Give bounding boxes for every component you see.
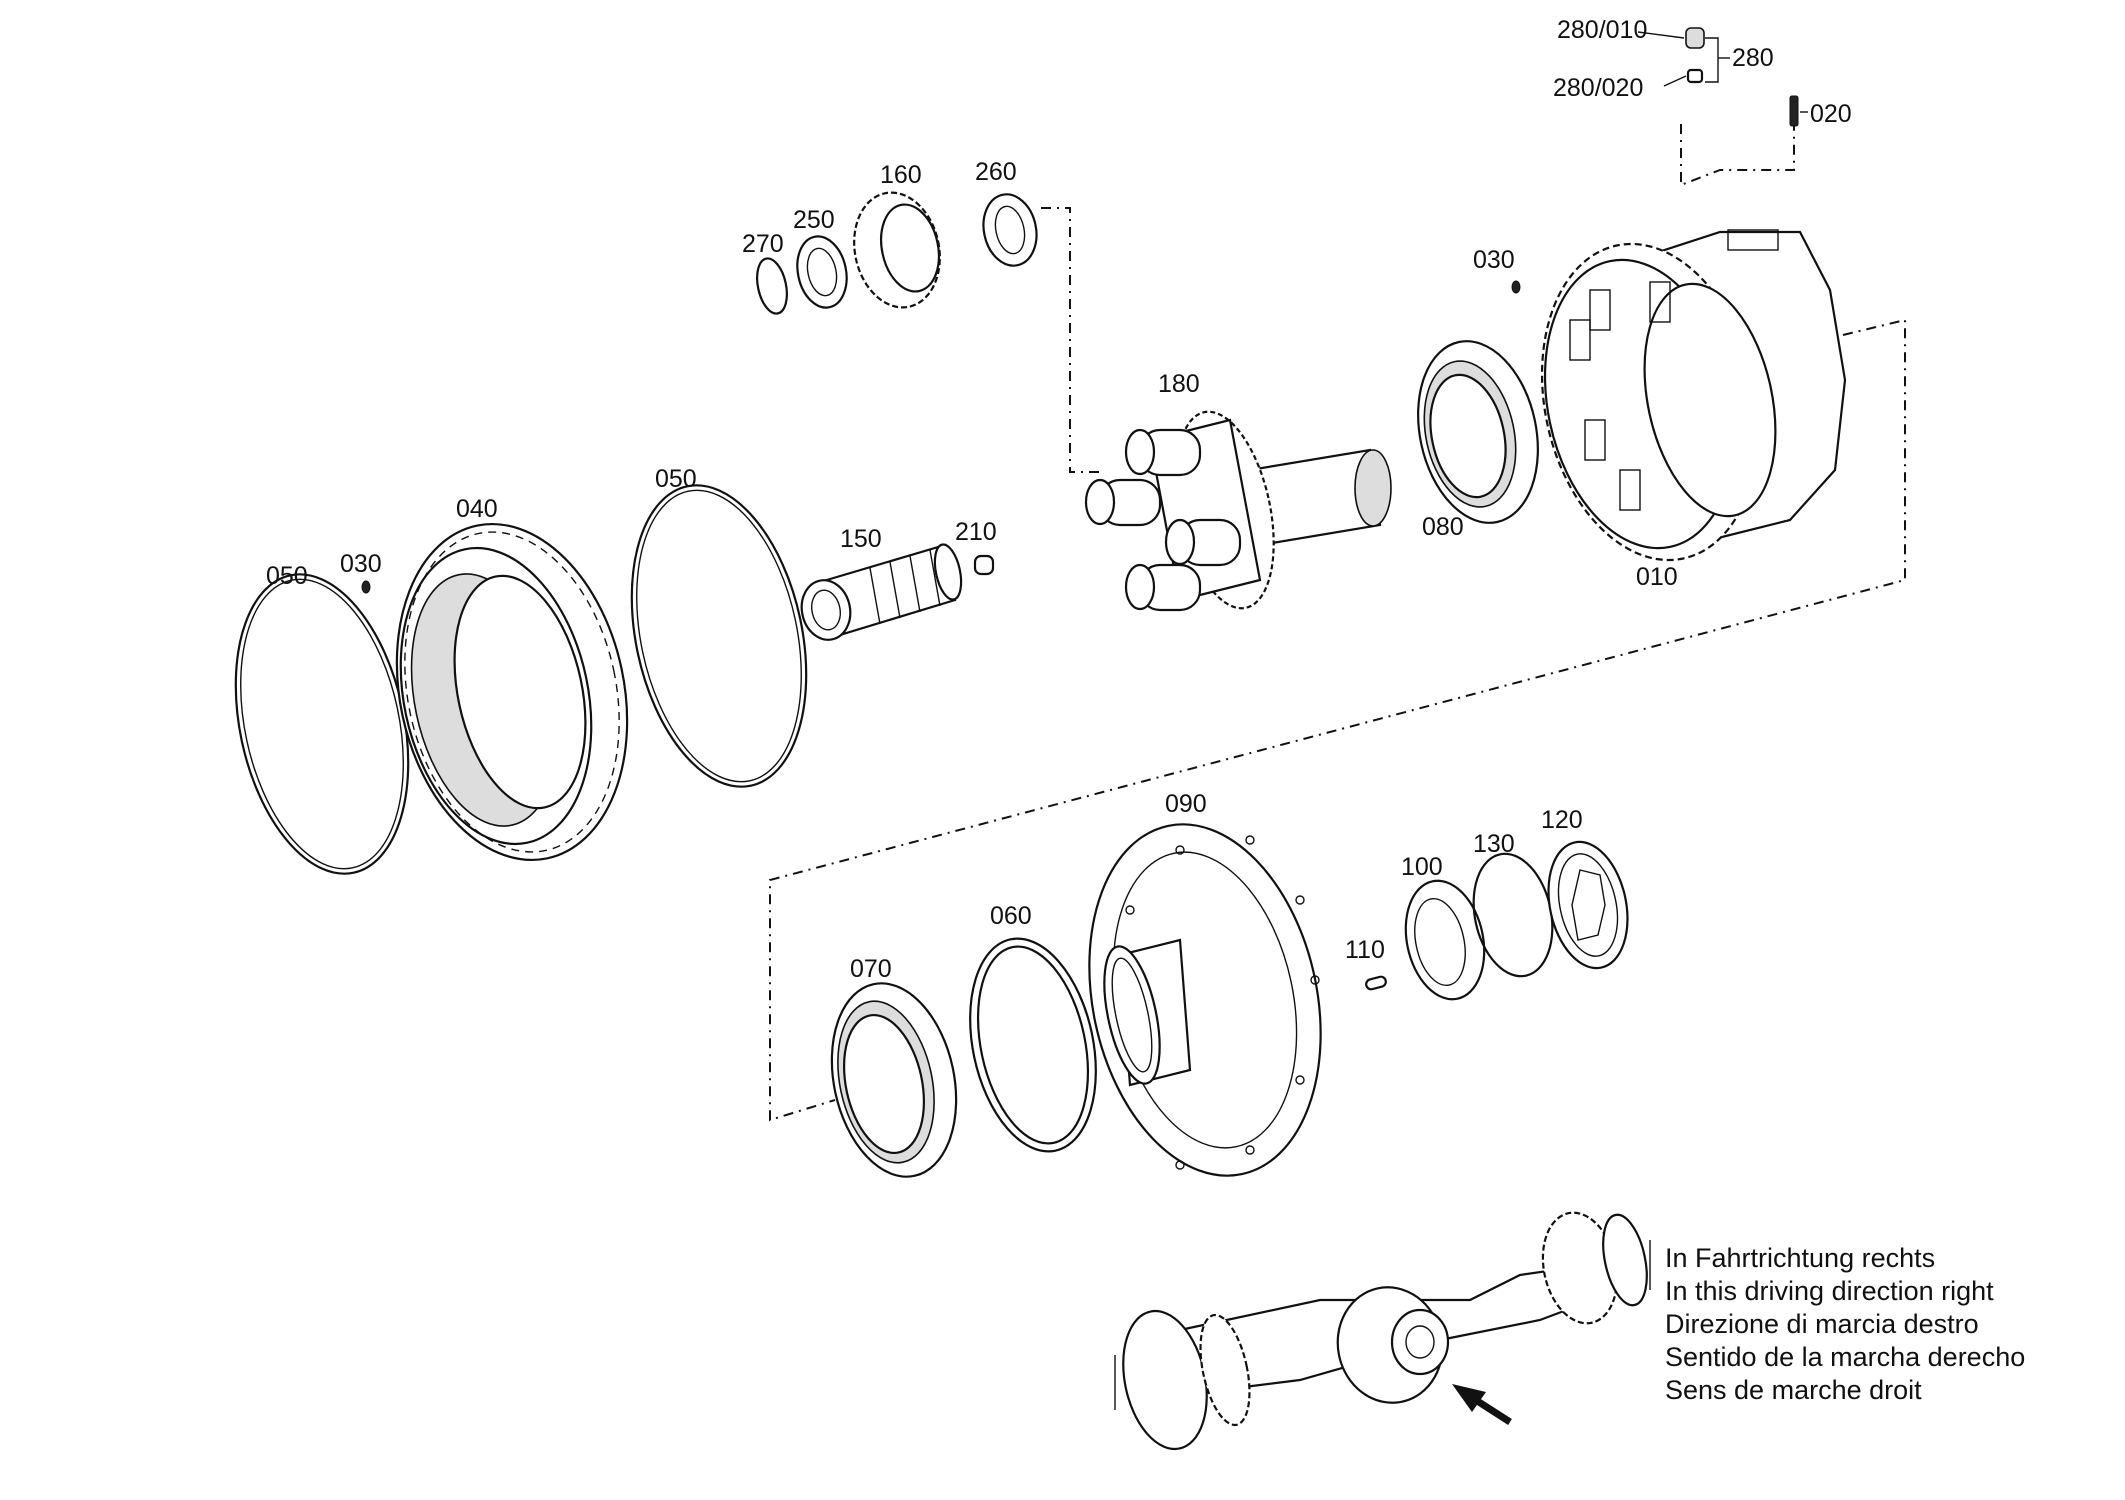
label-010: 010 <box>1636 563 1678 591</box>
label-250: 250 <box>793 206 835 234</box>
label-090: 090 <box>1165 790 1207 818</box>
label-020: 020 <box>1810 100 1852 128</box>
part-020-screw <box>1789 95 1808 127</box>
part-280-vent-assembly <box>1637 27 1730 87</box>
label-180: 180 <box>1158 370 1200 398</box>
label-120: 120 <box>1541 806 1583 834</box>
label-080: 080 <box>1422 513 1464 541</box>
label-050-left: 050 <box>266 562 308 590</box>
part-210-bushing <box>973 554 995 576</box>
part-060-shaft-seal <box>969 937 1097 1153</box>
label-150: 150 <box>840 525 882 553</box>
direction-caption: In Fahrtrichtung rechts In this driving … <box>1665 1243 2025 1405</box>
part-080-tapered-bearing <box>1417 340 1539 524</box>
label-210: 210 <box>955 518 997 546</box>
part-070-tapered-bearing <box>830 982 958 1178</box>
part-260-bearing <box>982 193 1038 267</box>
axle-location-thumbnail <box>1114 1211 1651 1451</box>
label-040: 040 <box>456 495 498 523</box>
part-040-ring-gear <box>395 522 629 862</box>
part-180-planet-carrier <box>1084 410 1392 612</box>
part-090-wheel-flange <box>1088 823 1322 1177</box>
part-010-wheel-hub-housing <box>1540 229 1847 562</box>
label-030-top: 030 <box>1473 246 1515 274</box>
label-070: 070 <box>850 955 892 983</box>
label-050-right: 050 <box>655 465 697 493</box>
label-110: 110 <box>1345 936 1385 964</box>
part-030-left-pin <box>361 580 371 594</box>
part-100-slotted-nut <box>1404 879 1486 1001</box>
label-270: 270 <box>742 230 784 258</box>
part-labels: 280/010 280 280/020 020 030 010 080 180 … <box>266 16 1852 983</box>
part-110-pin <box>1365 975 1387 991</box>
part-250-bearing <box>796 235 848 309</box>
caption-line-fr: Sens de marche droit <box>1665 1375 1922 1405</box>
label-280-010: 280/010 <box>1557 16 1647 44</box>
part-270-snap-ring <box>756 257 788 315</box>
label-030-left: 030 <box>340 550 382 578</box>
label-130: 130 <box>1473 830 1515 858</box>
label-280-020: 280/020 <box>1553 74 1643 102</box>
part-030-top-pin <box>1511 280 1521 294</box>
caption-line-de: In Fahrtrichtung rechts <box>1665 1243 1935 1273</box>
label-280: 280 <box>1732 44 1774 72</box>
part-050-right-oring <box>630 484 808 788</box>
caption-line-it: Direzione di marcia destro <box>1665 1309 1979 1339</box>
direction-arrow-icon <box>1452 1384 1512 1425</box>
label-260: 260 <box>975 158 1017 186</box>
label-100: 100 <box>1401 853 1443 881</box>
part-160-planet-gear <box>853 191 941 309</box>
label-060: 060 <box>990 902 1032 930</box>
caption-line-en: In this driving direction right <box>1665 1276 1994 1306</box>
caption-line-es: Sentido de la marcha derecho <box>1665 1342 2025 1372</box>
part-150-sun-shaft <box>800 543 963 641</box>
assembly-guide-lines <box>769 114 1906 1122</box>
part-050-left-oring <box>234 573 410 875</box>
part-120-cover <box>1547 840 1629 970</box>
label-160: 160 <box>880 161 922 189</box>
